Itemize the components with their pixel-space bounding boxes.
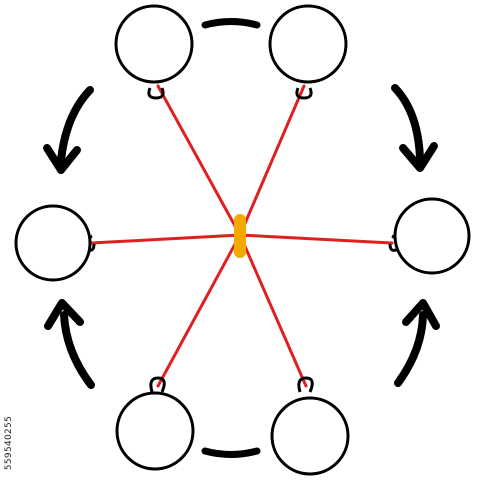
- rope-top-right: [238, 84, 306, 237]
- node-top-left: [114, 4, 194, 84]
- stock-id-text: 559540255: [4, 415, 14, 471]
- rope-middle-right: [238, 233, 394, 245]
- arrow-top-right-icon: [391, 84, 438, 172]
- arrow-bottom-right-icon: [394, 299, 440, 387]
- rope-middle-left: [90, 233, 242, 245]
- node-top-right: [268, 4, 348, 84]
- rope-bottom-left: [156, 233, 242, 388]
- link-dashes: [201, 18, 261, 458]
- dash-top: [201, 18, 261, 29]
- stock-id-watermark: 559540255: [4, 388, 14, 498]
- center-ring: [234, 214, 246, 258]
- node-middle-right: [393, 197, 471, 275]
- arrow-top-left-icon: [43, 86, 94, 174]
- rope-top-left: [156, 84, 242, 237]
- loop-top-left: [147, 87, 165, 100]
- node-middle-left: [14, 204, 92, 282]
- ropes: [90, 84, 394, 388]
- nodes: [14, 4, 471, 476]
- arrow-bottom-left-icon: [44, 299, 95, 389]
- loop-bottom-left: [149, 376, 166, 393]
- loop-top-right: [295, 87, 313, 100]
- node-bottom-left: [115, 391, 195, 471]
- loop-bottom-right: [297, 376, 314, 393]
- node-bottom-right: [270, 396, 350, 476]
- rope-bottom-right: [238, 233, 308, 388]
- dash-bottom: [201, 447, 261, 458]
- rotation-arrows: [43, 84, 440, 389]
